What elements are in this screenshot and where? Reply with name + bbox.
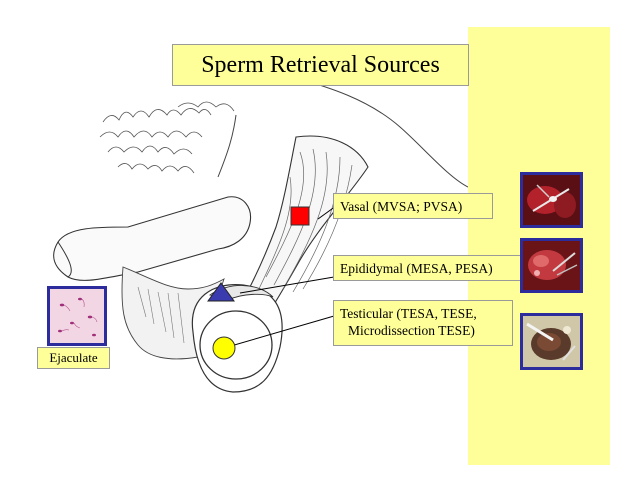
vasal-label: Vasal (MVSA; PVSA) xyxy=(333,193,493,219)
testicular-label: Testicular (TESA, TESE, Microdissection … xyxy=(333,300,513,346)
testicular-surgery-photo xyxy=(520,313,583,370)
testicular-label-line1: Testicular (TESA, TESE, xyxy=(340,306,477,321)
testicular-label-line2: Microdissection TESE) xyxy=(348,323,475,338)
ejaculate-label: Ejaculate xyxy=(37,347,110,369)
testicular-marker xyxy=(212,336,236,360)
vasal-marker xyxy=(290,206,310,226)
pubic-hair xyxy=(99,101,235,174)
epididymal-surgery-photo xyxy=(520,238,583,293)
anatomy-drawing xyxy=(53,76,468,393)
vasal-surgery-photo xyxy=(520,172,583,228)
slide-title: Sperm Retrieval Sources xyxy=(172,44,469,86)
ejaculate-micrograph xyxy=(47,286,107,346)
epididymal-marker xyxy=(207,282,235,302)
epididymal-label: Epididymal (MESA, PESA) xyxy=(333,255,521,281)
